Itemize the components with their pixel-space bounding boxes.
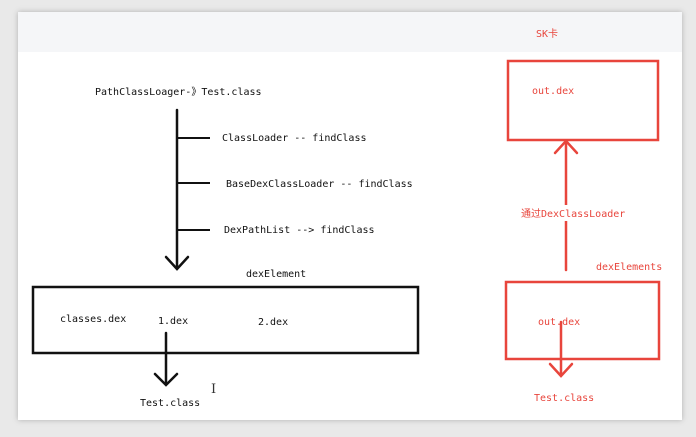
out-dex-bottom-label: out.dex	[538, 317, 580, 328]
start-label: PathClassLoager-》Test.class	[95, 86, 262, 98]
step-basedexclassloader: BaseDexClassLoader -- findClass	[226, 179, 413, 190]
out-dex-top-label: out.dex	[532, 86, 574, 97]
step-classloader: ClassLoader -- findClass	[222, 133, 367, 144]
panel-header-band	[18, 12, 682, 52]
element-2-dex: 2.dex	[258, 317, 288, 328]
dexelement-array-box	[31, 285, 420, 355]
element-1-dex: 1.dex	[158, 316, 188, 327]
out-dex-bottom-box	[504, 280, 661, 361]
out-dex-top-box	[506, 59, 660, 142]
result-red-down-arrow	[548, 320, 574, 378]
dexelements-label: dexElements	[596, 262, 662, 273]
right-result-label: Test.class	[534, 393, 594, 404]
left-result-label: Test.class	[140, 398, 200, 409]
text-cursor-icon: I	[211, 382, 216, 397]
right-title: SK卡	[536, 27, 558, 40]
element-classes-dex: classes.dex	[60, 314, 126, 325]
step-dexpathlist: DexPathList --> findClass	[224, 225, 375, 236]
dexelement-label: dexElement	[246, 269, 306, 280]
via-dexclassloader-label: 通过DexClassLoader	[521, 207, 625, 220]
result-down-arrow	[153, 331, 179, 387]
main-down-arrow	[164, 108, 190, 271]
via-label-bg	[520, 205, 630, 221]
branch-ticks	[177, 137, 210, 231]
